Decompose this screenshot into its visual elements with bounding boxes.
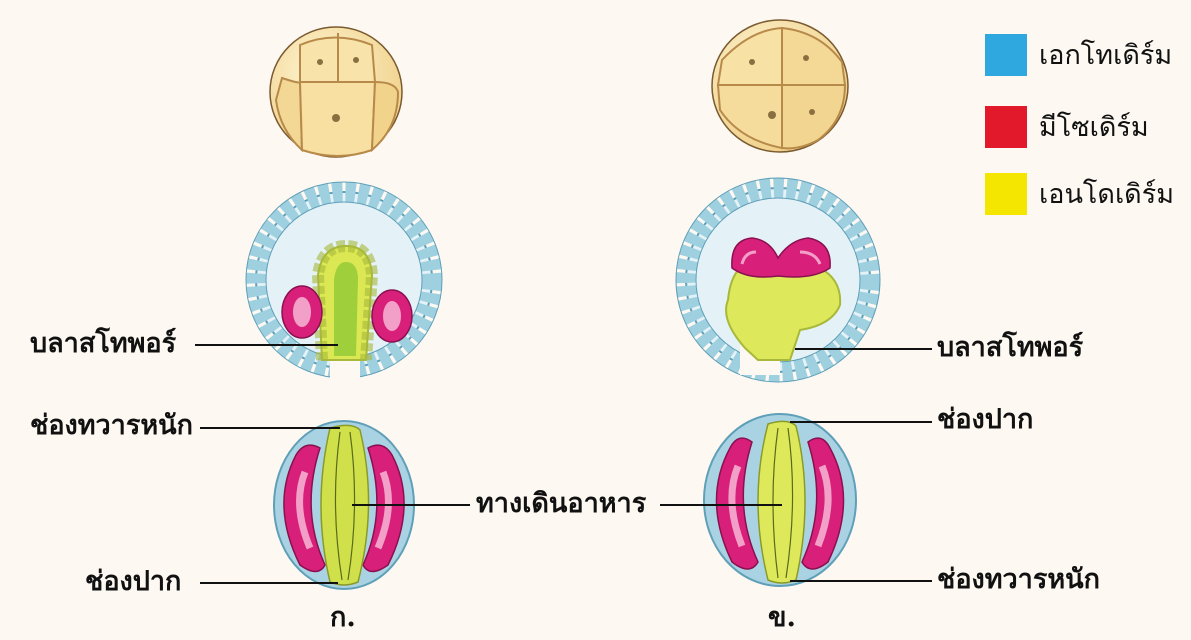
label-mouth-right: ช่องปาก [937, 404, 1034, 435]
gastrula-a [245, 181, 443, 385]
legend-ectoderm: เอกโทเดิร์ม [985, 33, 1172, 76]
egg-cleavage-b [711, 19, 849, 153]
label-anus-left: ช่องทวารหนัก [30, 410, 193, 441]
endoderm-swatch [985, 172, 1027, 215]
legend-mesoderm-label: มีโซเดิร์ม [1039, 112, 1149, 143]
caption-a: ก. [330, 602, 356, 633]
legend-ectoderm-label: เอกโทเดิร์ม [1039, 40, 1173, 71]
egg-cleavage-a [269, 26, 403, 158]
ectoderm-swatch [985, 33, 1027, 76]
gastrula-b [675, 177, 881, 383]
larva-a [273, 420, 415, 590]
mesoderm-swatch [985, 105, 1027, 148]
label-mouth-left: ช่องปาก [85, 566, 182, 597]
legend-mesoderm: มีโซเดิร์ม [985, 105, 1149, 148]
legend-endoderm-label: เอนโดเดิร์ม [1039, 179, 1174, 210]
label-blastopore-left: บลาสโทพอร์ [30, 328, 177, 359]
larva-b [703, 413, 857, 587]
leader-lines [195, 344, 932, 584]
label-anus-right: ช่องทวารหนัก [937, 564, 1100, 595]
label-gut-center: ทางเดินอาหาร [476, 488, 647, 519]
legend-endoderm: เอนโดเดิร์ม [985, 172, 1174, 215]
label-blastopore-right: บลาสโทพอร์ [937, 332, 1084, 363]
caption-b: ข. [768, 602, 796, 633]
